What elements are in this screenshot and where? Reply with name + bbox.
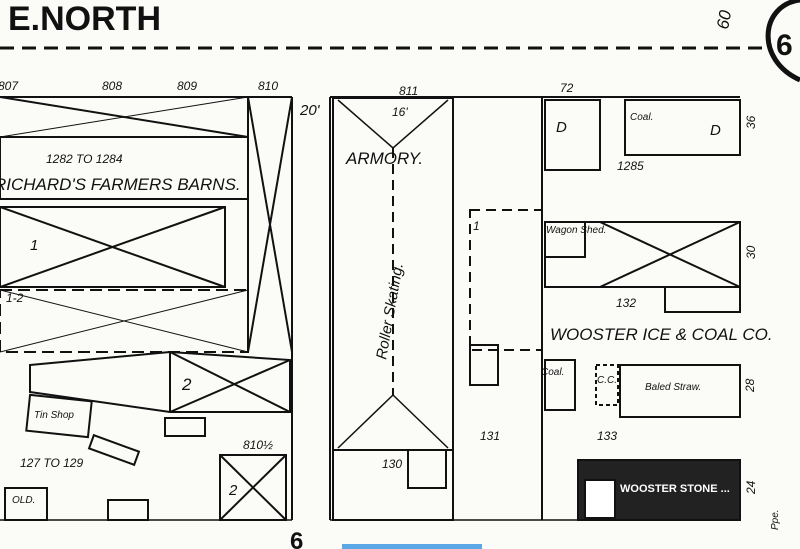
wagon-shed: Wagon Shed. <box>546 225 606 236</box>
lot-810-half: 810½ <box>243 438 273 452</box>
armory-name: ARMORY. <box>345 149 423 168</box>
barn-address-range: 1282 TO 1284 <box>46 152 123 166</box>
dwelling-1: D <box>556 119 567 136</box>
right-lot: 72 <box>560 81 574 95</box>
dim-30: 30 <box>744 245 758 259</box>
middle-number: 131 <box>480 429 500 443</box>
small-story-2: 2 <box>228 482 238 499</box>
armory-number: 130 <box>382 457 402 471</box>
barn-story-1-2: 1-2 <box>6 291 24 305</box>
lot-809: 809 <box>177 79 197 93</box>
number-132: 132 <box>616 296 636 310</box>
coal-label: Coal. <box>630 112 653 123</box>
armory-lot: 811 <box>399 84 418 98</box>
barn-name: RICHARD'S FARMERS BARNS. <box>0 175 241 194</box>
dwelling-2: D <box>710 122 721 139</box>
tin-shop-label: Tin Shop <box>34 410 74 421</box>
armory-width: 16' <box>392 105 408 119</box>
bottom-number: 6 <box>290 528 303 549</box>
number-1285: 1285 <box>617 159 644 173</box>
street-width: 60 <box>713 8 735 30</box>
barn-story-2: 2 <box>181 375 192 394</box>
armory-use: Roller Skating. <box>373 262 407 361</box>
lot-807: 807 <box>0 79 19 93</box>
coal-label-2: Coal. <box>541 367 564 378</box>
bottom-bar <box>342 544 482 549</box>
dim-36: 36 <box>744 115 758 129</box>
barn-story-1: 1 <box>30 237 38 254</box>
armory-block <box>329 96 740 521</box>
baled-straw: Baled Straw. <box>645 382 701 393</box>
left-block <box>0 96 293 521</box>
dim-28: 28 <box>743 378 757 393</box>
old-label: OLD. <box>12 495 35 506</box>
setback-label: 20' <box>299 102 321 119</box>
bottom-right-text: Ppe. <box>770 509 781 530</box>
stone-label: WOOSTER STONE ... <box>620 483 730 495</box>
cc-label: C.C. <box>597 375 617 386</box>
middle-story: 1 <box>473 219 480 233</box>
corner-mark <box>765 0 800 83</box>
street-name: E.NORTH <box>8 0 161 38</box>
lot-808: 808 <box>102 79 122 93</box>
right-block <box>544 99 741 521</box>
left-lot-numbers: 807 808 809 810 <box>0 79 278 93</box>
lower-range: 127 TO 129 <box>20 456 83 470</box>
lot-810: 810 <box>258 79 278 93</box>
number-133: 133 <box>597 429 617 443</box>
dim-24: 24 <box>744 480 758 495</box>
business-name: WOOSTER ICE & COAL CO. <box>550 325 773 344</box>
middle-building <box>469 97 543 520</box>
corner-number: 6 <box>776 29 793 62</box>
